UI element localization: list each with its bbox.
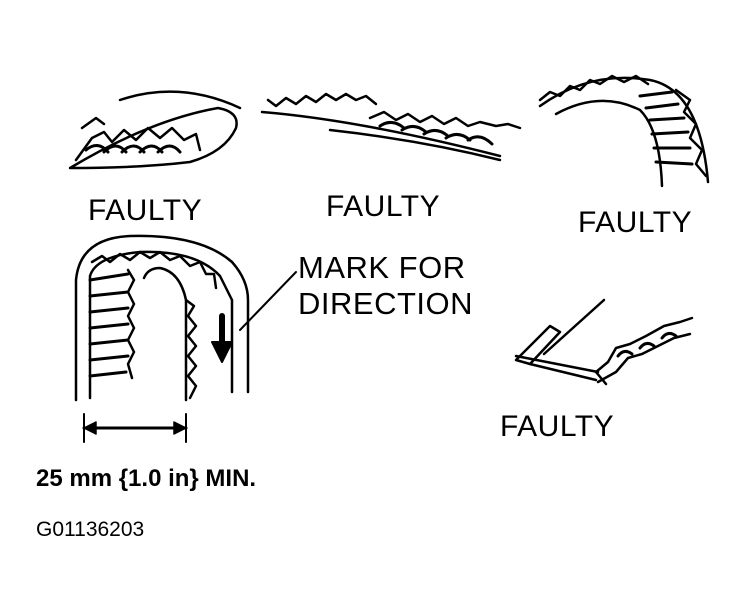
figure-code-label: G01136203 [36,518,145,541]
minimum-dimension-label: 25 mm {1.0 in} MIN. [36,465,257,492]
faulty-label-bent: FAULTY [500,410,615,443]
belt-bent-illustration [514,298,694,386]
mark-for-direction-label: MARK FOR DIRECTION [298,250,473,322]
belt-wear-illustration [538,74,710,188]
faulty-label-peel: FAULTY [326,190,441,223]
mark-label-line2: DIRECTION [298,286,473,321]
mark-label-line1: MARK FOR [298,250,466,285]
belt-peel-illustration [260,92,522,162]
belt-crack-illustration [68,90,242,170]
faulty-label-crack: FAULTY [88,194,203,227]
faulty-label-wear: FAULTY [578,206,693,239]
belt-direction-illustration [74,234,297,443]
